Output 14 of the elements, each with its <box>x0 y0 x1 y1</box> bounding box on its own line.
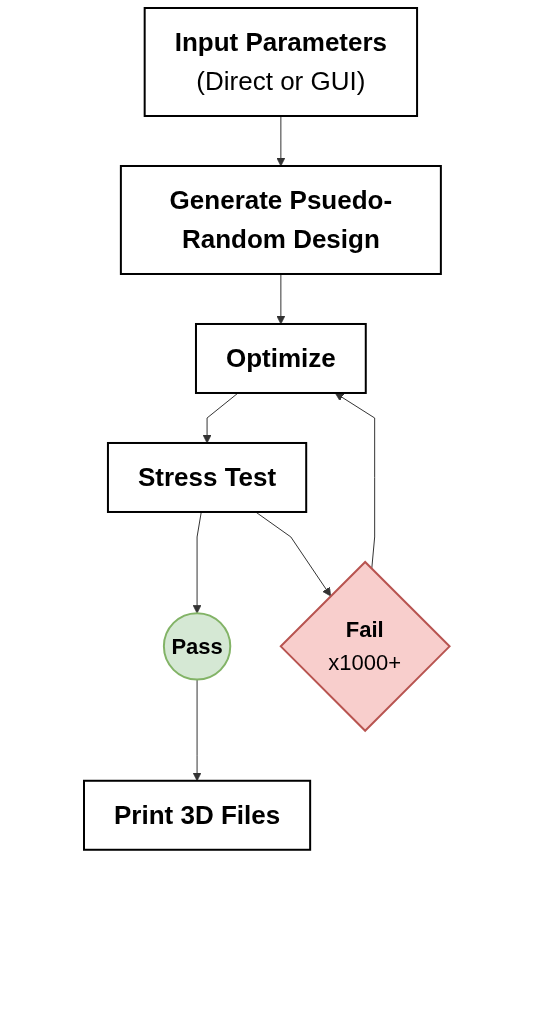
arrow <box>334 392 375 570</box>
node-box: Optimize <box>194 323 367 394</box>
node-diamond: Fail x1000+ <box>279 560 451 733</box>
node-box: Print 3D Files <box>82 779 311 851</box>
arrow <box>276 273 285 325</box>
node-box: Input Parameters (Direct or GUI) <box>143 7 418 117</box>
arrow <box>202 392 239 444</box>
arrow <box>276 115 285 167</box>
node-box: Generate Psuedo-Random Design <box>119 165 442 275</box>
arrow <box>254 511 331 597</box>
node-box: Stress Test <box>106 442 307 513</box>
arrow <box>192 511 202 614</box>
node-circle: Pass <box>162 612 231 681</box>
arrow <box>192 679 202 782</box>
